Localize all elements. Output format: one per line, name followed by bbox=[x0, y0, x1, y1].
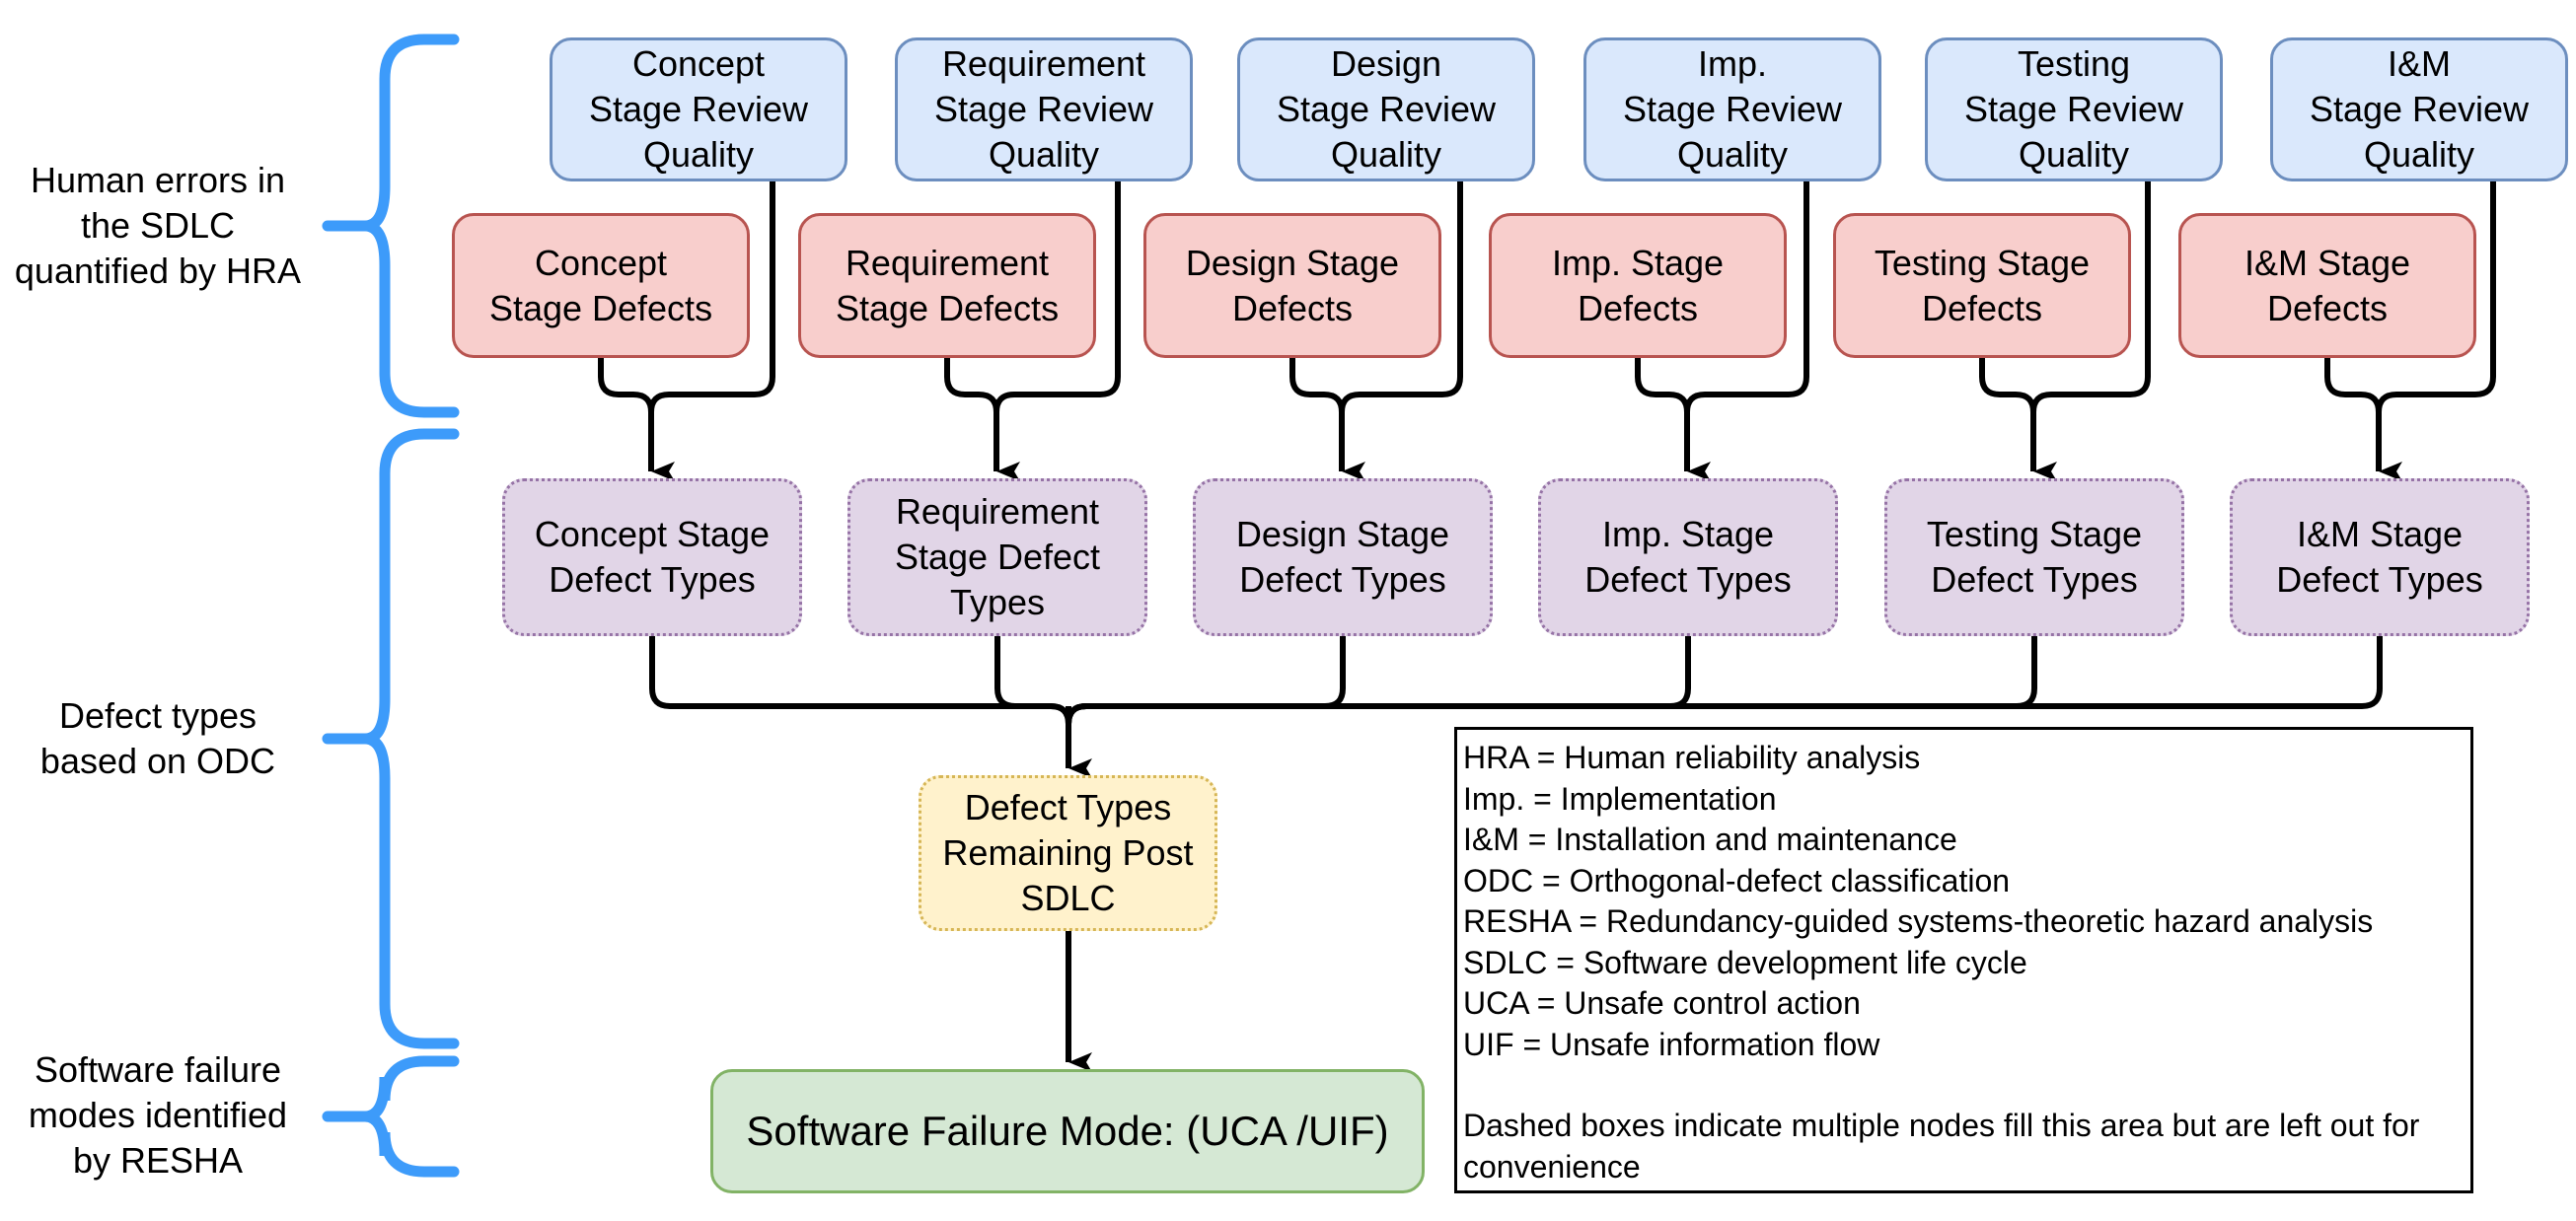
stage-defects-node-testing[interactable]: Testing Stage Defects bbox=[1833, 213, 2131, 358]
side-label-odc: Defect types based on ODC bbox=[39, 695, 276, 781]
legend-item: RESHA = Redundancy-guided systems-theore… bbox=[1463, 903, 2374, 939]
defect-types-node-implementation[interactable]: Imp. Stage Defect Types bbox=[1538, 478, 1838, 636]
legend-item: UCA = Unsafe control action bbox=[1463, 985, 1861, 1021]
edge-defects-to-types-im bbox=[2324, 358, 2402, 481]
defect-types-node-testing[interactable]: Testing Stage Defect Types bbox=[1884, 478, 2184, 636]
defect-types-node-requirement[interactable]: Requirement Stage Defect Types bbox=[847, 478, 1147, 636]
stage-defects-node-implementation[interactable]: Imp. Stage Defects bbox=[1489, 213, 1787, 358]
defect-types-node-im[interactable]: I&M Stage Defect Types bbox=[2230, 478, 2530, 636]
legend-item: I&M = Installation and maintenance bbox=[1463, 822, 1957, 857]
edge-defects-to-types-concept bbox=[598, 358, 675, 481]
edge-review-to-types-testing bbox=[2030, 181, 2151, 413]
bracket-resha bbox=[322, 1055, 460, 1178]
legend-item: HRA = Human reliability analysis bbox=[1463, 740, 1921, 775]
stage-defects-node-requirement[interactable]: Requirement Stage Defects bbox=[798, 213, 1096, 358]
edge-defects-to-types-design bbox=[1289, 358, 1365, 481]
edge-defects-to-types-testing bbox=[1979, 358, 2057, 481]
software-failure-mode-node[interactable]: Software Failure Mode: (UCA /UIF) bbox=[710, 1069, 1425, 1193]
edge-types-merge-implementation bbox=[1066, 636, 1691, 725]
legend-note: Dashed boxes indicate multiple nodes fil… bbox=[1463, 1108, 2420, 1185]
edge-review-to-types-implementation bbox=[1684, 181, 1809, 413]
edge-review-to-types-design bbox=[1339, 181, 1463, 413]
edge-types-merge-im bbox=[1066, 636, 2383, 725]
stage-defects-node-concept[interactable]: Concept Stage Defects bbox=[452, 213, 750, 358]
edge-defects-to-types-requirement bbox=[944, 358, 1020, 481]
side-label-resha: Software failure modes identified by RES… bbox=[28, 1049, 288, 1181]
legend-item: Imp. = Implementation bbox=[1463, 780, 1777, 817]
legend-item: ODC = Orthogonal-defect classification bbox=[1463, 862, 2011, 898]
bracket-hra bbox=[322, 34, 460, 418]
stage-defects-node-im[interactable]: I&M Stage Defects bbox=[2178, 213, 2476, 358]
edge-types-merge-requirement bbox=[994, 636, 1071, 725]
stage-defects-node-design[interactable]: Design Stage Defects bbox=[1143, 213, 1441, 358]
review-quality-node-implementation[interactable]: Imp. Stage Review Quality bbox=[1583, 37, 1881, 181]
edge-types-merge-testing bbox=[1066, 636, 2037, 725]
legend-item: SDLC = Software development life cycle bbox=[1463, 944, 2027, 980]
edge-review-to-types-concept bbox=[648, 181, 775, 413]
bracket-odc bbox=[322, 428, 460, 1049]
edge-types-merge-concept bbox=[649, 636, 1071, 725]
defect-types-node-design[interactable]: Design Stage Defect Types bbox=[1193, 478, 1493, 636]
edge-defects-to-types-implementation bbox=[1635, 358, 1711, 481]
edge-review-to-types-im bbox=[2376, 181, 2496, 413]
review-quality-node-design[interactable]: Design Stage Review Quality bbox=[1237, 37, 1535, 181]
review-quality-node-testing[interactable]: Testing Stage Review Quality bbox=[1925, 37, 2223, 181]
side-label-hra: Human errors in the SDLC quantified by H… bbox=[14, 160, 302, 291]
defect-types-node-concept[interactable]: Concept Stage Defect Types bbox=[502, 478, 802, 636]
legend-item: UIF = Unsafe information flow bbox=[1463, 1026, 1880, 1062]
remaining-defect-types-node[interactable]: Defect Types Remaining Post SDLC bbox=[919, 775, 1217, 931]
edge-review-to-types-requirement bbox=[994, 181, 1121, 413]
edge-types-merge-design bbox=[1066, 636, 1346, 725]
review-quality-node-concept[interactable]: Concept Stage Review Quality bbox=[550, 37, 847, 181]
review-quality-node-im[interactable]: I&M Stage Review Quality bbox=[2270, 37, 2568, 181]
review-quality-node-requirement[interactable]: Requirement Stage Review Quality bbox=[895, 37, 1193, 181]
